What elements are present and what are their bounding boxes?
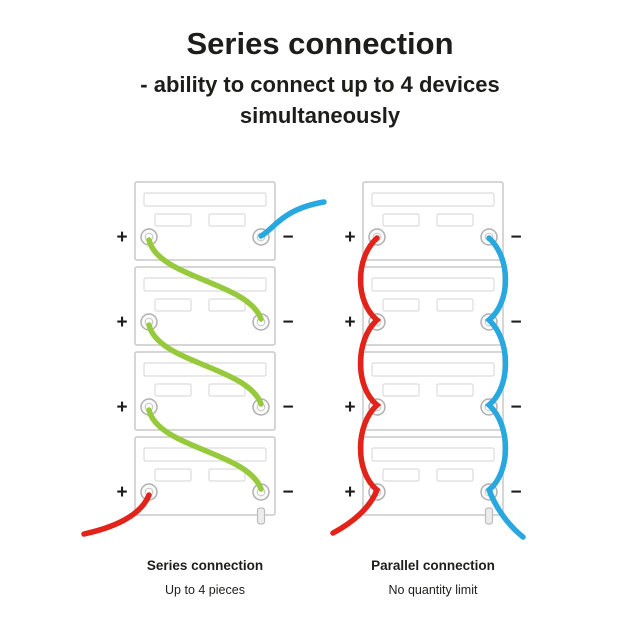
bottom-connector-tab <box>484 507 494 525</box>
battery <box>343 266 523 346</box>
parallel-subcaption: No quantity limit <box>388 583 478 597</box>
subtitle-line-1: - ability to connect up to 4 devices <box>140 72 500 97</box>
page-subtitle: - ability to connect up to 4 devices sim… <box>0 69 640 131</box>
parallel-caption: Parallel connection <box>371 558 495 573</box>
parallel-wires <box>330 235 526 540</box>
series-link-wire-green-2 <box>146 322 264 407</box>
battery <box>343 351 523 431</box>
subtitle-line-2: simultaneously <box>239 103 401 128</box>
series-battery-stack <box>115 181 295 525</box>
series-output-wire-blue <box>258 199 327 239</box>
page-title: Series connection <box>186 26 454 61</box>
series-subcaption: Up to 4 pieces <box>165 583 245 597</box>
parallel-bus-wire-red <box>330 235 382 536</box>
series-wires <box>81 199 327 537</box>
bottom-connector-tab <box>256 507 266 525</box>
parallel-battery-stack <box>343 181 523 525</box>
series-link-wire-green-3 <box>146 407 264 492</box>
series-output-wire-red <box>81 492 152 537</box>
series-link-wire-green-1 <box>146 237 264 322</box>
battery <box>115 181 295 261</box>
series-caption: Series connection <box>146 558 264 573</box>
parallel-bus-wire-blue <box>484 235 526 540</box>
